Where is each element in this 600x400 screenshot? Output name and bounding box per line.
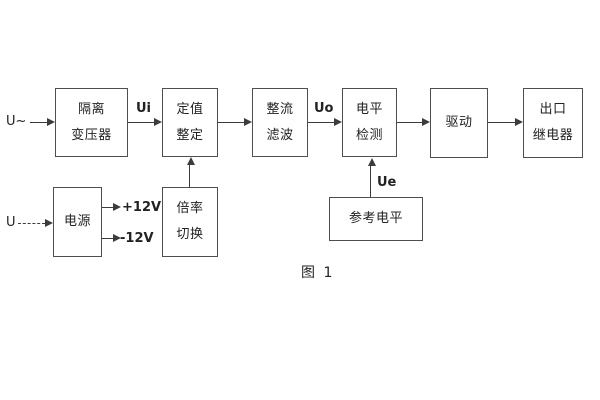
arrow-reference-to-level-detect-icon xyxy=(367,158,376,197)
rectifier-filter-label-line2: 滤波 xyxy=(266,127,294,143)
drive-block: 驱动 xyxy=(430,88,488,158)
setting-adjust-block: 定值 整定 xyxy=(162,88,218,157)
signal-uo-label: Uo xyxy=(314,101,334,116)
level-detect-label-line2: 检测 xyxy=(355,127,383,143)
output-relay-block: 出口 继电器 xyxy=(523,88,583,158)
ac-input-label: U~ xyxy=(6,114,27,129)
power-supply-label: 电源 xyxy=(63,214,91,229)
arrow-ratio-switch-to-setting-icon xyxy=(186,157,195,187)
power-supply-block: 电源 xyxy=(53,187,102,257)
arrow-dc-input-to-power-icon xyxy=(18,219,53,228)
isolation-transformer-block: 隔离 变压器 xyxy=(55,88,128,157)
rail-minus-12v-label: -12V xyxy=(120,231,154,246)
arrow-transformer-to-setting-icon xyxy=(128,118,162,127)
arrow-ac-input-to-transformer-icon xyxy=(30,118,55,127)
arrow-drive-to-output-relay-icon xyxy=(488,118,523,127)
output-relay-label-line1: 出口 xyxy=(539,102,567,117)
ratio-switch-label-line2: 切换 xyxy=(176,227,204,242)
isolation-transformer-label-line2: 变压器 xyxy=(71,127,112,143)
output-relay-label-line2: 继电器 xyxy=(532,128,574,143)
arrow-power-to-plus-12v-icon xyxy=(102,203,121,212)
rail-plus-12v-label: +12V xyxy=(122,200,162,215)
dc-input-label: U xyxy=(6,215,16,230)
signal-ui-label: Ui xyxy=(136,101,152,116)
drive-label: 驱动 xyxy=(445,115,473,130)
setting-adjust-label-line2: 整定 xyxy=(176,127,204,143)
level-detect-block: 电平 检测 xyxy=(342,88,397,157)
ratio-switch-block: 倍率 切换 xyxy=(162,187,218,257)
isolation-transformer-label-line1: 隔离 xyxy=(77,101,105,117)
rectifier-filter-label-line1: 整流 xyxy=(266,101,294,117)
rectifier-filter-block: 整流 滤波 xyxy=(252,88,308,157)
arrow-power-to-minus-12v-icon xyxy=(102,234,121,243)
arrow-rectifier-to-level-detect-icon xyxy=(308,118,342,127)
setting-adjust-label-line1: 定值 xyxy=(176,101,204,117)
arrow-level-detect-to-drive-icon xyxy=(397,118,430,127)
reference-level-block: 参考电平 xyxy=(329,197,423,241)
level-detect-label-line1: 电平 xyxy=(355,101,383,117)
signal-ue-label: Ue xyxy=(377,175,397,190)
reference-level-label: 参考电平 xyxy=(348,211,403,226)
arrow-setting-to-rectifier-icon xyxy=(218,118,252,127)
figure-caption: 图 1 xyxy=(301,265,335,281)
ratio-switch-label-line1: 倍率 xyxy=(176,201,204,216)
